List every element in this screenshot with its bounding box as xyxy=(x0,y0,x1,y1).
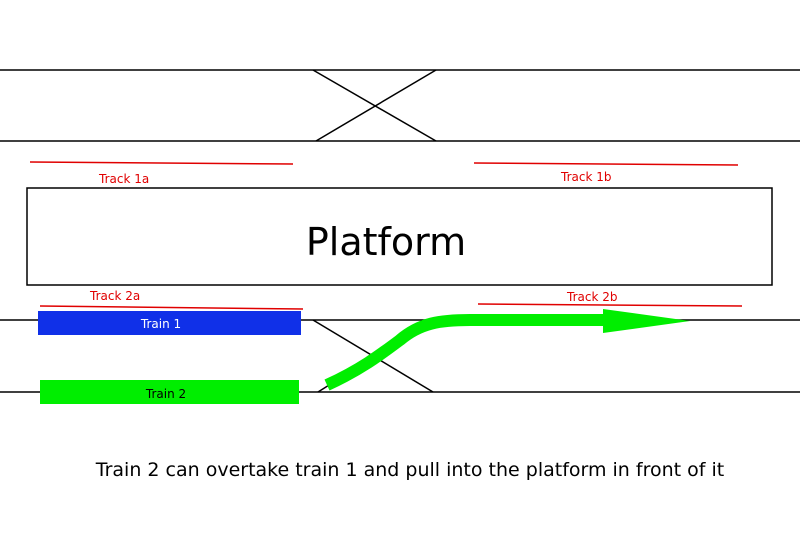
platform-box xyxy=(26,187,773,286)
track-2a-label: Track 2a xyxy=(89,289,140,303)
train-1-label: Train 1 xyxy=(140,317,181,331)
upper-tracks xyxy=(0,69,800,142)
track-2a-marker xyxy=(39,305,304,310)
upper-crossover-1 xyxy=(312,69,437,142)
track-1b-label: Track 1b xyxy=(560,170,611,184)
platform-label: Platform xyxy=(306,220,466,264)
overtake-arrow-path xyxy=(324,314,606,391)
caption: Train 2 can overtake train 1 and pull in… xyxy=(95,459,724,481)
track-2b-marker xyxy=(477,303,743,307)
track-1b-marker xyxy=(473,162,739,166)
upper-crossover-2 xyxy=(315,69,437,142)
train-1 xyxy=(38,311,301,335)
overtake-arrow-head xyxy=(603,309,690,333)
train-2-label: Train 2 xyxy=(145,387,186,401)
track-2b-label: Track 2b xyxy=(566,290,617,304)
track-1a-label: Track 1a xyxy=(98,172,149,186)
train-2 xyxy=(40,380,299,404)
track-1a-marker xyxy=(29,161,294,165)
